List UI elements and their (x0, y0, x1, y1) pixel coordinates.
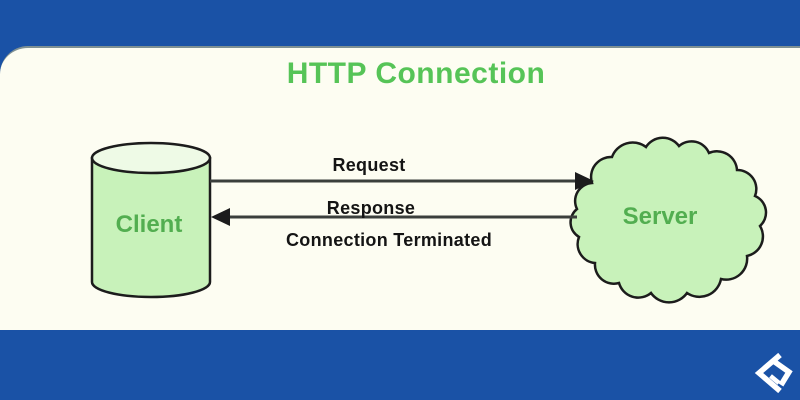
response-arrowhead (211, 208, 230, 226)
client-cylinder-body (90, 156, 212, 299)
flare-logo-icon (754, 352, 793, 394)
request-arrowhead (575, 172, 594, 190)
client-node-label: Client (115, 211, 183, 238)
page-title: HTTP Connection (286, 57, 546, 90)
server-node-label: Server (622, 203, 698, 230)
response-arrow (211, 208, 577, 226)
response-edge-label: Response (326, 198, 416, 218)
server-cloud-shape (569, 136, 768, 304)
connection-terminated-edge-label: Connection Terminated (286, 230, 492, 250)
client-cylinder-top (90, 141, 212, 175)
client-database-shape (90, 141, 212, 299)
request-edge-label: Request (332, 155, 406, 175)
flare-logo-f-stroke (770, 357, 793, 387)
flare-logo-tick (769, 374, 781, 385)
request-arrow (210, 172, 594, 190)
